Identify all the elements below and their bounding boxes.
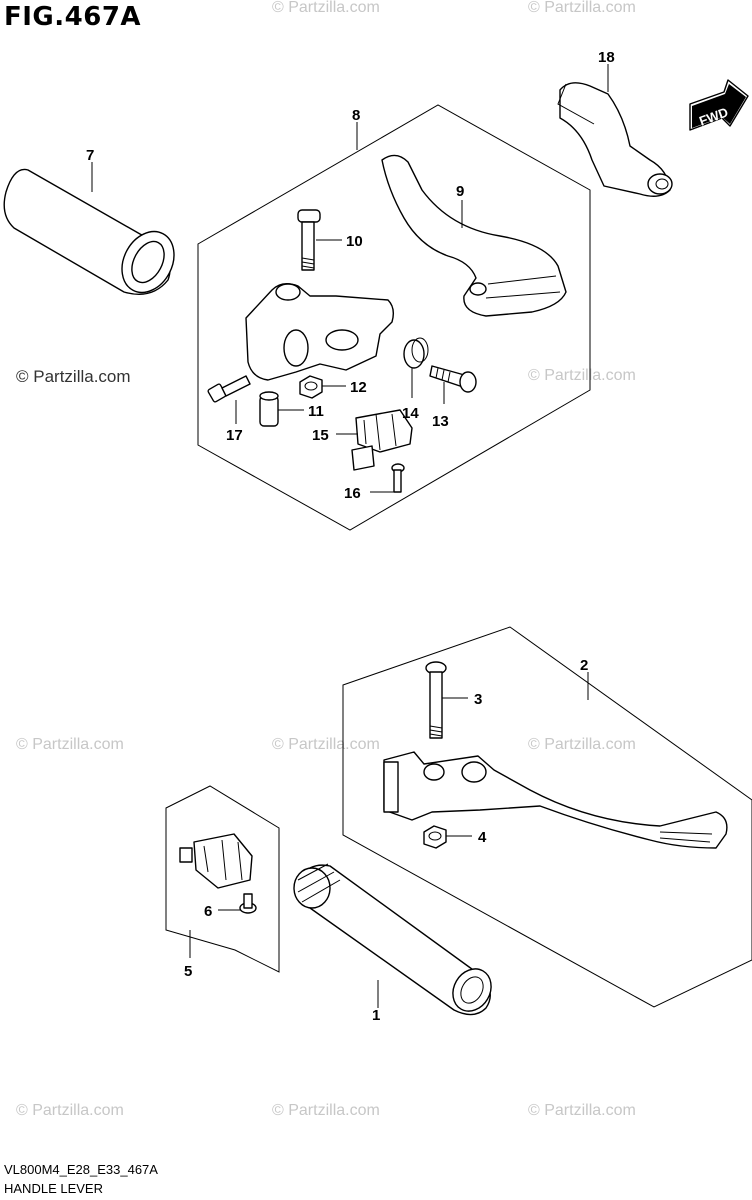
pivot-bolt-part-3 xyxy=(425,661,447,739)
callout-3: 3 xyxy=(474,691,482,708)
callout-15: 15 xyxy=(312,427,329,444)
watermark: © Partzilla.com xyxy=(528,367,636,384)
nut-part-4 xyxy=(423,825,447,849)
callout-18: 18 xyxy=(598,49,615,66)
callout-13: 13 xyxy=(432,413,449,430)
callout-2: 2 xyxy=(580,657,588,674)
watermarks: © Partzilla.com © Partzilla.com © Partzi… xyxy=(16,0,636,1119)
figure-title: FIG.467A xyxy=(4,2,142,32)
bolt-part-17 xyxy=(207,375,251,403)
watermark: © Partzilla.com xyxy=(272,1102,380,1119)
assembly-box-8 xyxy=(197,104,591,531)
callout-17: 17 xyxy=(226,427,243,444)
watermark: © Partzilla.com xyxy=(16,367,131,386)
throttle-grip-part-1 xyxy=(293,863,492,1016)
diagram-code: VL800M4_E28_E33_467A xyxy=(4,1162,158,1177)
collar-part-11 xyxy=(259,391,279,427)
fwd-arrow-icon: FWD xyxy=(689,79,749,131)
watermark: © Partzilla.com xyxy=(272,0,380,16)
callout-10: 10 xyxy=(346,233,363,250)
callout-1: 1 xyxy=(372,1007,380,1024)
watermark: © Partzilla.com xyxy=(528,1102,636,1119)
diagram-name: HANDLE LEVER xyxy=(4,1181,103,1196)
callout-8: 8 xyxy=(352,107,360,124)
watermark: © Partzilla.com xyxy=(16,1102,124,1119)
pivot-bolt-part-10 xyxy=(297,209,321,271)
grip-part-7 xyxy=(3,168,175,295)
lever-part-9 xyxy=(381,154,567,317)
callout-6: 6 xyxy=(204,903,212,920)
callout-4: 4 xyxy=(478,829,487,846)
assembly-box-2 xyxy=(342,626,752,1008)
screw-part-6 xyxy=(239,893,257,914)
watermark: © Partzilla.com xyxy=(16,736,124,753)
lever-part-2 xyxy=(383,751,728,849)
callout-5: 5 xyxy=(184,963,192,980)
callout-9: 9 xyxy=(456,183,464,200)
watermark: © Partzilla.com xyxy=(528,736,636,753)
screw-part-16 xyxy=(391,463,405,493)
cover-part-18 xyxy=(557,82,673,197)
switch-part-5 xyxy=(179,833,253,889)
lever-bracket xyxy=(245,283,395,381)
adjuster-screw-part-13 xyxy=(429,365,477,393)
callout-11: 11 xyxy=(308,403,324,420)
assembly-box-5 xyxy=(165,785,280,973)
callout-14: 14 xyxy=(402,405,419,422)
callout-12: 12 xyxy=(350,379,367,396)
watermark: © Partzilla.com xyxy=(528,0,636,16)
adjuster-part-14 xyxy=(403,337,429,369)
watermark: © Partzilla.com xyxy=(272,736,380,753)
switch-part-15 xyxy=(351,409,413,471)
callout-16: 16 xyxy=(344,485,361,502)
nut-part-12 xyxy=(299,375,323,399)
callout-7: 7 xyxy=(86,147,94,164)
